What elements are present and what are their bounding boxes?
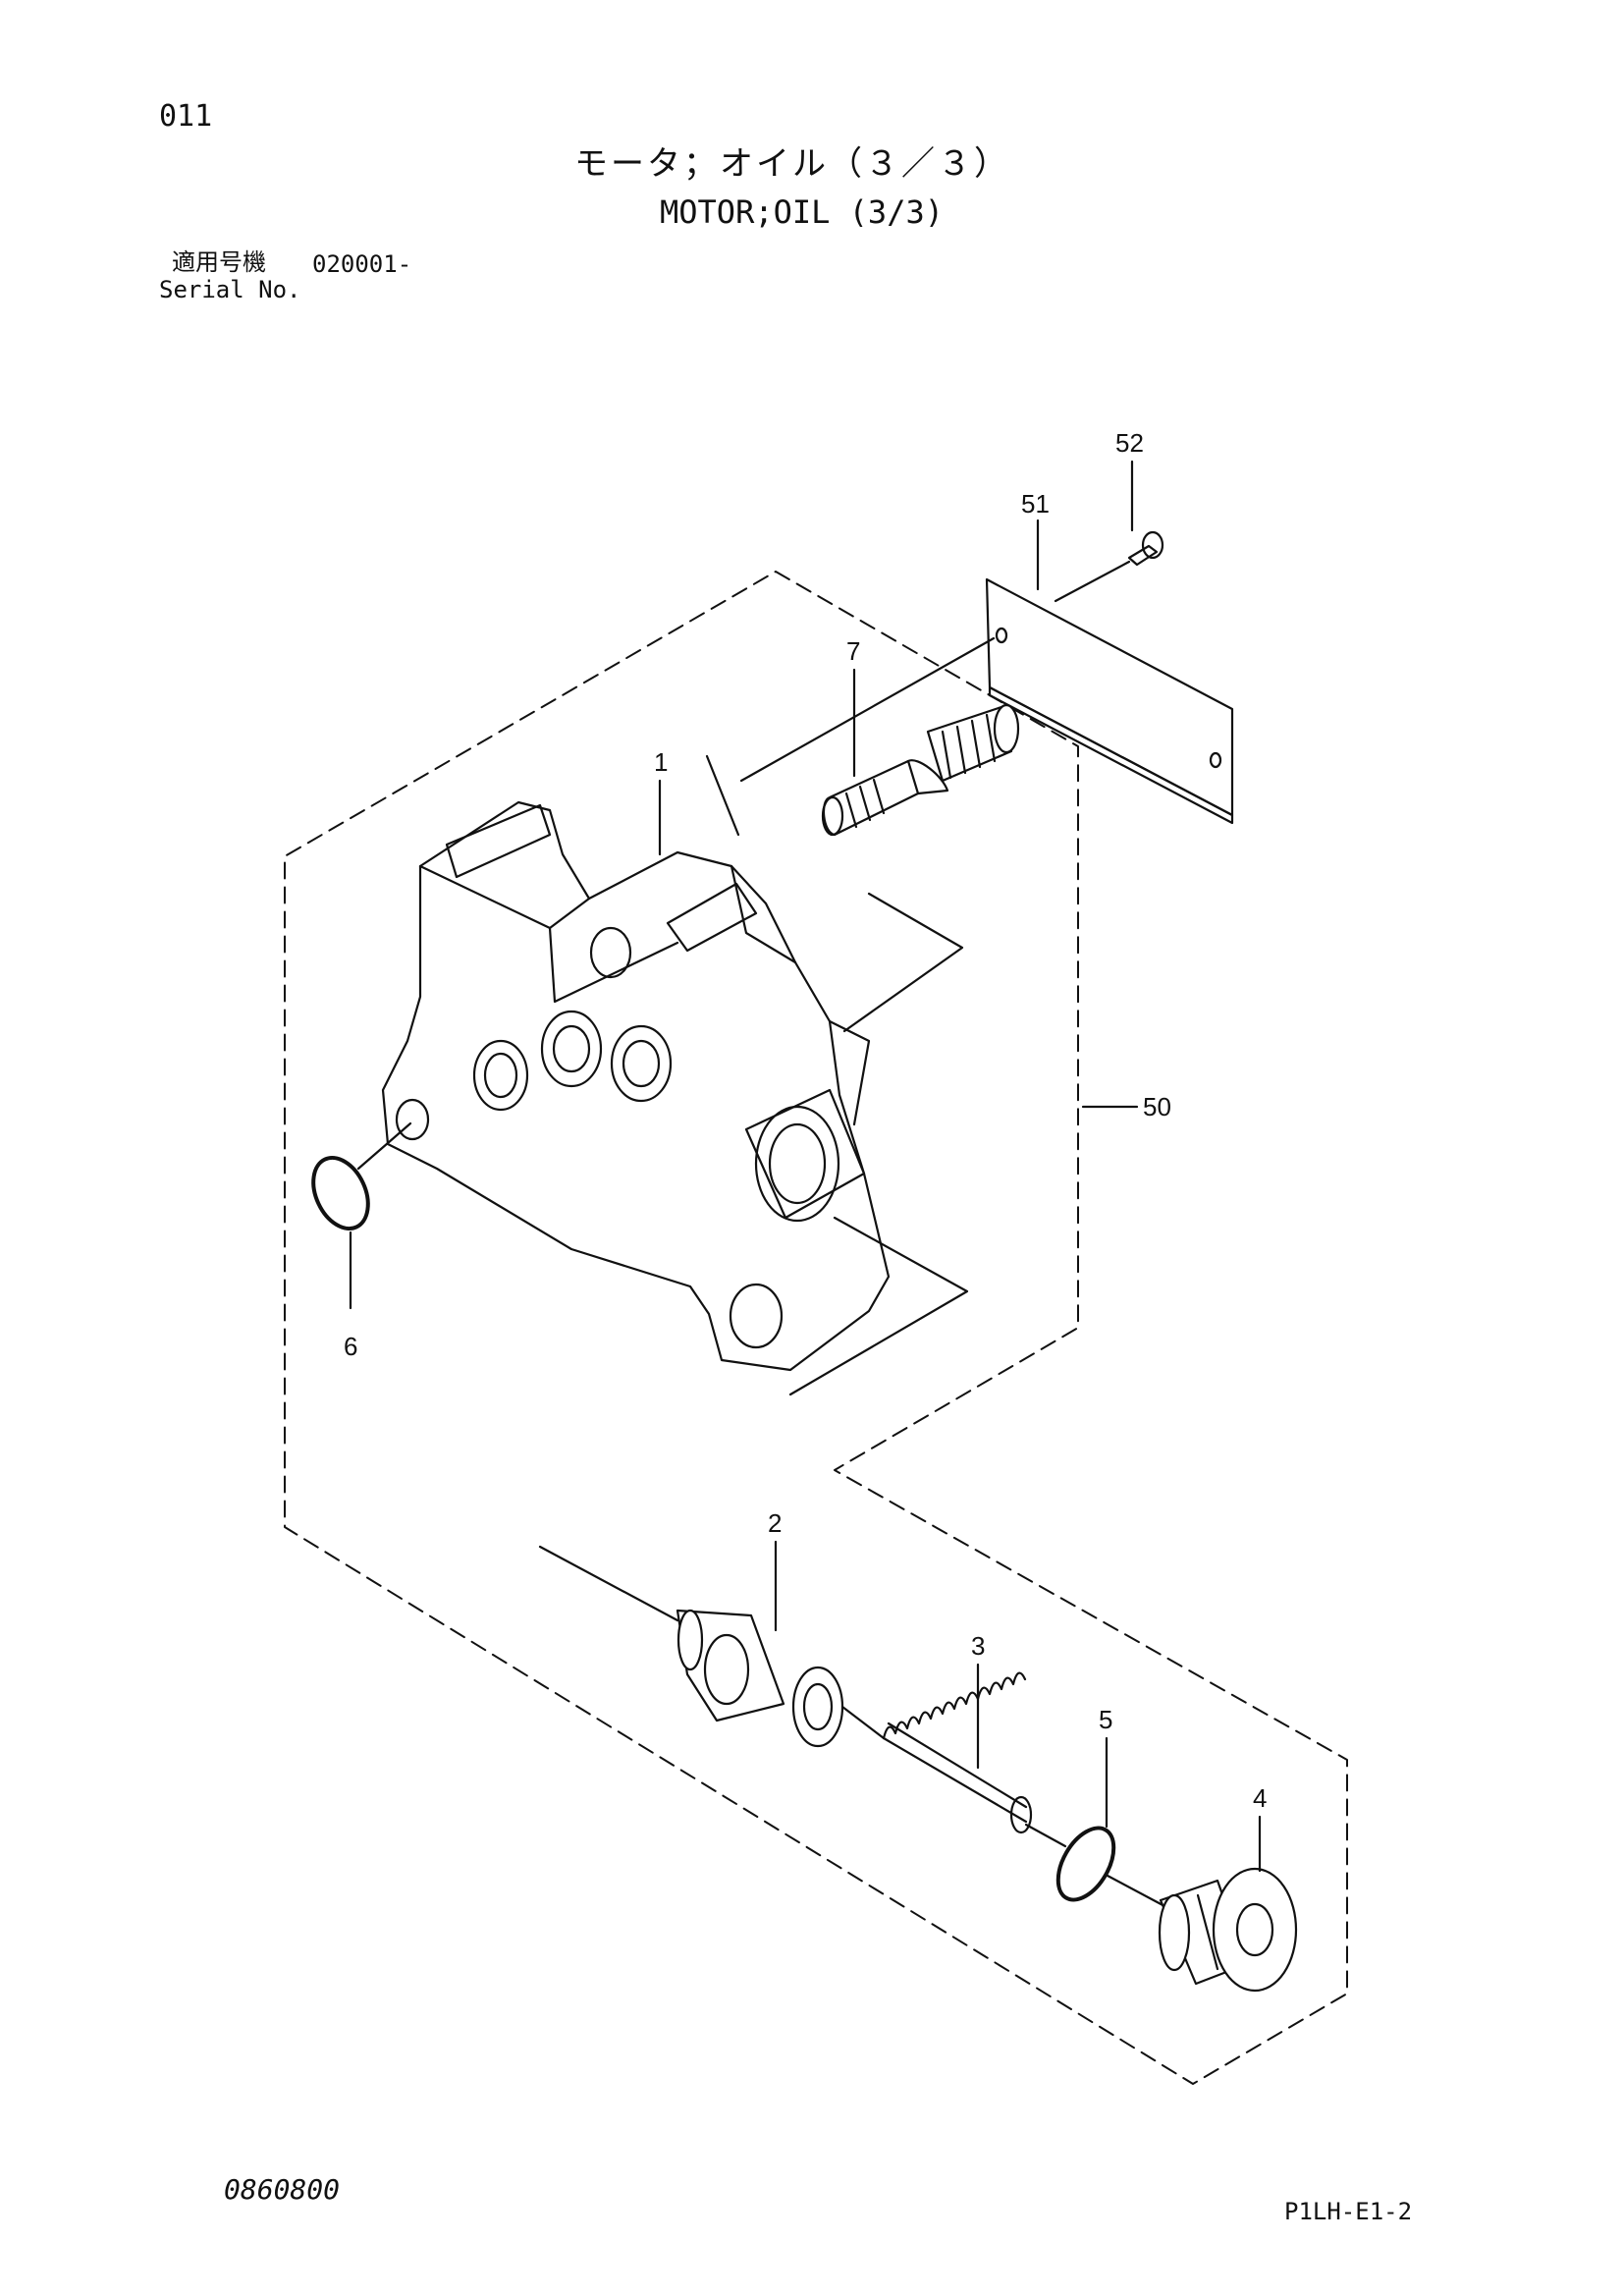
title-english: MOTOR;OIL (3/3): [660, 193, 944, 231]
plug: [1024, 1823, 1298, 1993]
motor-housing: [356, 754, 969, 1396]
callout-51: 51: [1021, 489, 1050, 519]
callout-2: 2: [768, 1508, 782, 1538]
callout-1: 1: [654, 747, 668, 777]
o-ring-left: [311, 1155, 370, 1231]
serial-label-japanese: 適用号機: [172, 248, 266, 276]
spring: [882, 1671, 1033, 1834]
callout-6: 6: [344, 1332, 357, 1361]
page-number: 011: [159, 99, 213, 134]
title-japanese: モータ；オイル（３／３）: [574, 144, 1010, 184]
plate-screw: [1054, 530, 1164, 603]
callout-3: 3: [971, 1631, 985, 1661]
callout-7: 7: [846, 636, 860, 666]
poppet: [538, 1545, 886, 1748]
bolt: [739, 636, 1020, 837]
callout-5: 5: [1099, 1705, 1112, 1734]
o-ring-right: [1055, 1826, 1116, 1902]
serial-range: 020001-: [312, 250, 412, 278]
callout-4: 4: [1253, 1783, 1267, 1813]
cover-plate: [985, 577, 1234, 825]
page-code: P1LH-E1-2: [1284, 2198, 1413, 2225]
serial-label-english: Serial No.: [159, 276, 301, 303]
callout-50: 50: [1143, 1092, 1171, 1121]
callout-52: 52: [1115, 428, 1144, 458]
assembly-boundary-dashed: [284, 571, 1348, 2085]
document-number: 0860800: [224, 2173, 341, 2206]
